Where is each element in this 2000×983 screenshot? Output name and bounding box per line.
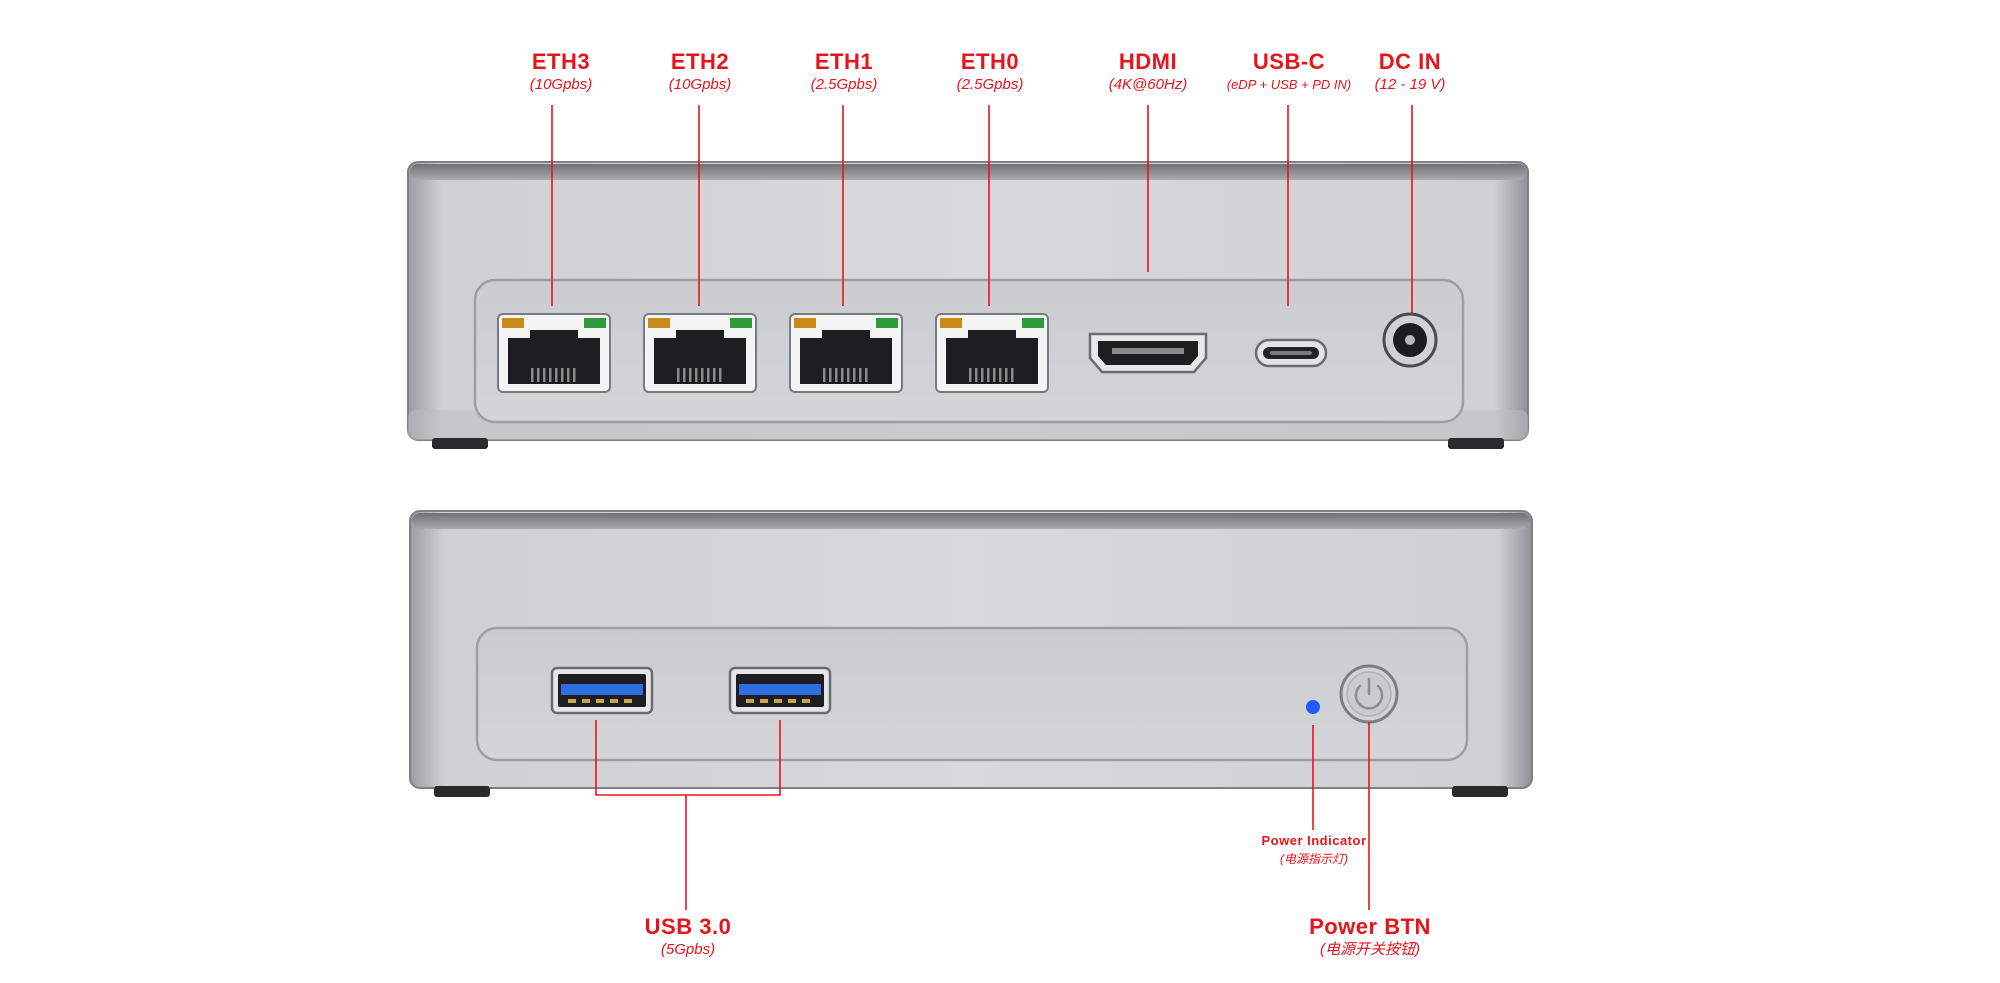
label-dc-in: DC IN (12 - 19 V) bbox=[1375, 49, 1446, 95]
power-icon bbox=[1339, 664, 1399, 724]
label-usb-c: USB-C (eDP + USB + PD IN) bbox=[1227, 49, 1352, 95]
led-indicator-icon bbox=[1306, 700, 1320, 714]
usb-c-port bbox=[1254, 338, 1328, 368]
label-usb-3-spec: (5Gpbs) bbox=[660, 941, 716, 958]
label-power-indicator-spec: (电源指示灯) bbox=[1280, 852, 1348, 866]
label-eth2: ETH2 (10Gpbs) bbox=[669, 49, 732, 95]
label-power-indicator-title: Power Indicator bbox=[1261, 833, 1367, 848]
label-eth2-spec: (10Gpbs) bbox=[668, 76, 732, 93]
label-eth1-spec: (2.5Gpbs) bbox=[810, 76, 878, 93]
label-eth0-title: ETH0 bbox=[960, 49, 1020, 74]
label-usb-3-title: USB 3.0 bbox=[644, 914, 732, 939]
front-foot-right bbox=[1452, 786, 1508, 797]
label-power-btn-spec: (电源开关按钮) bbox=[1319, 941, 1420, 958]
label-eth3: ETH3 (10Gpbs) bbox=[530, 49, 593, 95]
label-usb-3: USB 3.0 (5Gpbs) bbox=[645, 914, 732, 960]
label-power-indicator: Power Indicator (电源指示灯) bbox=[1261, 832, 1366, 868]
label-dc-in-spec: (12 - 19 V) bbox=[1374, 76, 1446, 93]
callout-line-usb-3 bbox=[595, 720, 781, 796]
front-port-panel bbox=[475, 626, 1469, 762]
label-eth0-spec: (2.5Gpbs) bbox=[956, 76, 1024, 93]
rj45-port-eth3 bbox=[497, 313, 611, 393]
label-usb-c-spec: (eDP + USB + PD IN) bbox=[1226, 77, 1352, 92]
dc-jack bbox=[1382, 312, 1438, 368]
label-eth3-spec: (10Gpbs) bbox=[529, 76, 593, 93]
label-hdmi: HDMI (4K@60Hz) bbox=[1109, 49, 1188, 95]
label-hdmi-spec: (4K@60Hz) bbox=[1108, 76, 1188, 93]
label-eth1: ETH1 (2.5Gpbs) bbox=[811, 49, 878, 95]
label-dc-in-title: DC IN bbox=[1378, 49, 1442, 74]
rear-panel bbox=[407, 161, 1529, 449]
hdmi-port bbox=[1088, 332, 1208, 374]
front-panel bbox=[409, 510, 1533, 797]
label-usb-c-title: USB-C bbox=[1252, 49, 1326, 74]
rj45-port-eth0 bbox=[935, 313, 1049, 393]
label-power-btn: Power BTN (电源开关按钮) bbox=[1309, 914, 1431, 960]
usb-a-port-2 bbox=[728, 666, 832, 715]
usb-a-port-1 bbox=[550, 666, 654, 715]
label-eth0: ETH0 (2.5Gpbs) bbox=[957, 49, 1024, 95]
rj45-port-eth1 bbox=[789, 313, 903, 393]
rear-foot-right bbox=[1448, 438, 1504, 449]
label-power-btn-title: Power BTN bbox=[1309, 914, 1431, 939]
rear-foot-left bbox=[432, 438, 488, 449]
label-hdmi-title: HDMI bbox=[1118, 49, 1178, 74]
label-eth2-title: ETH2 bbox=[670, 49, 730, 74]
label-eth3-title: ETH3 bbox=[531, 49, 591, 74]
rj45-port-eth2 bbox=[643, 313, 757, 393]
label-eth1-title: ETH1 bbox=[814, 49, 874, 74]
front-foot-left bbox=[434, 786, 490, 797]
